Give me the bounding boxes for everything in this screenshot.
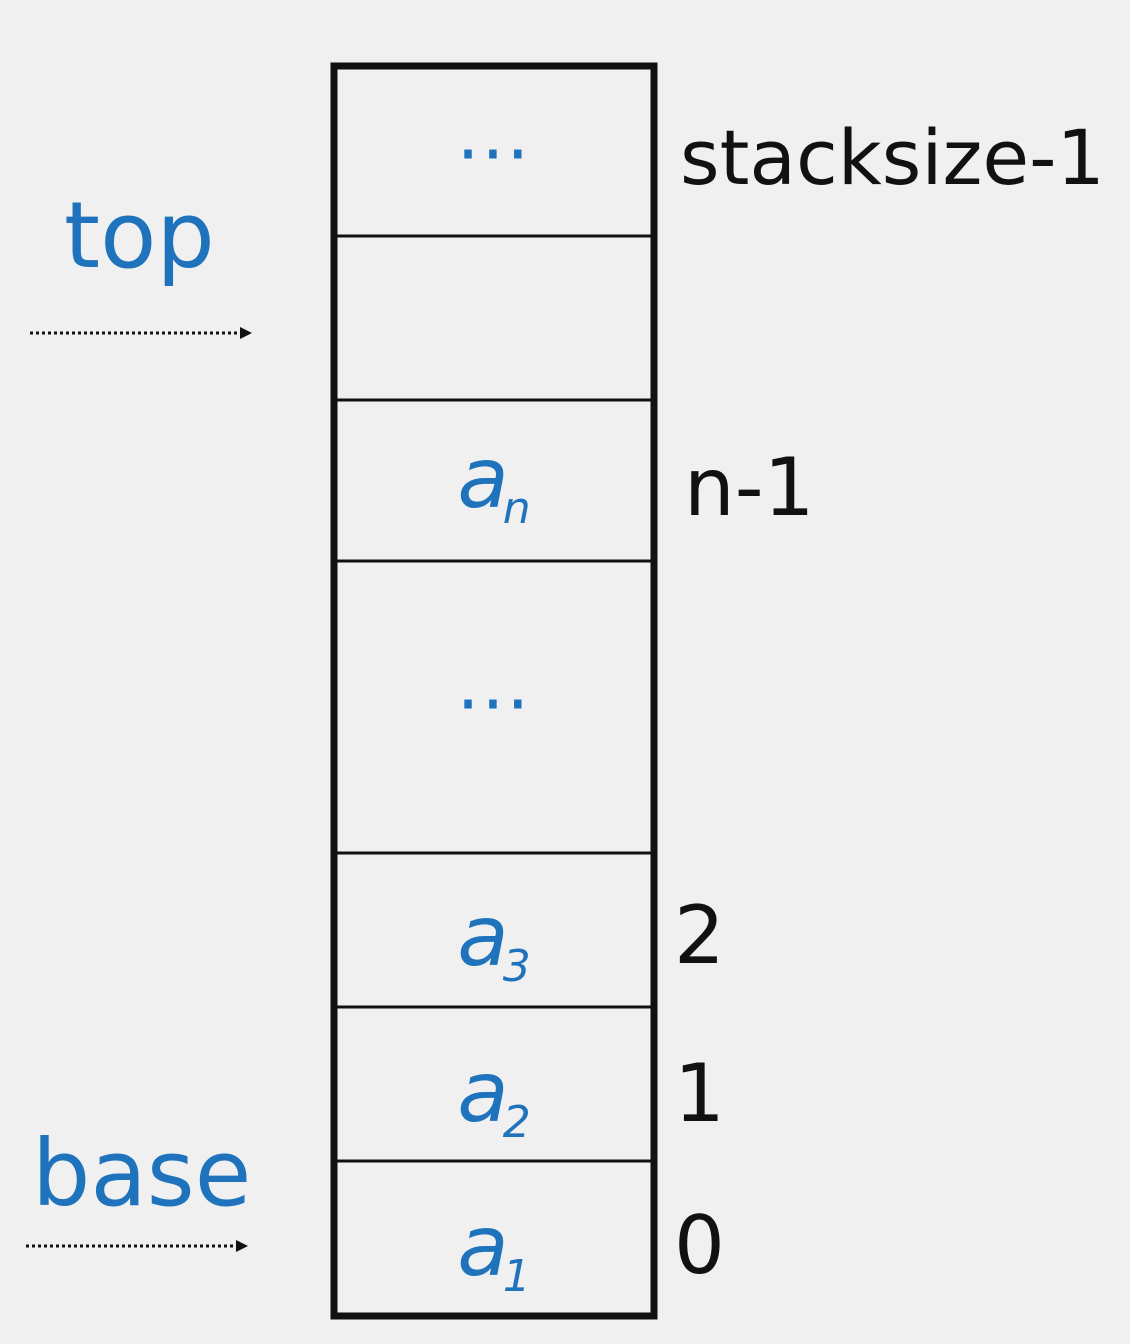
element-symbol: a	[457, 429, 509, 527]
element-subscript: 3	[502, 941, 531, 992]
element-subscript: 1	[502, 1251, 531, 1302]
cell-element-a3: a3	[340, 894, 648, 989]
index-label-n-minus-1: n-1	[684, 441, 815, 534]
element-subscript: n	[502, 483, 531, 534]
cell-top-ellipsis: ···	[456, 112, 532, 196]
element-symbol: a	[457, 887, 509, 985]
index-label-1: 1	[674, 1047, 725, 1140]
index-label-2: 2	[674, 889, 725, 982]
base-pointer-label: base	[32, 1120, 252, 1227]
top-pointer-label: top	[64, 182, 215, 289]
cell-element-a1: a1	[340, 1204, 648, 1299]
element-subscript: 2	[502, 1097, 531, 1148]
cell-middle-ellipsis: ···	[456, 662, 532, 746]
stack-frame	[330, 62, 658, 1320]
index-label-stacksize: stacksize-1	[680, 113, 1105, 202]
cell-element-a2: a2	[340, 1050, 648, 1145]
index-label-0: 0	[674, 1199, 725, 1292]
cell-element-an: an	[340, 436, 648, 531]
element-symbol: a	[457, 1197, 509, 1295]
element-symbol: a	[457, 1043, 509, 1141]
